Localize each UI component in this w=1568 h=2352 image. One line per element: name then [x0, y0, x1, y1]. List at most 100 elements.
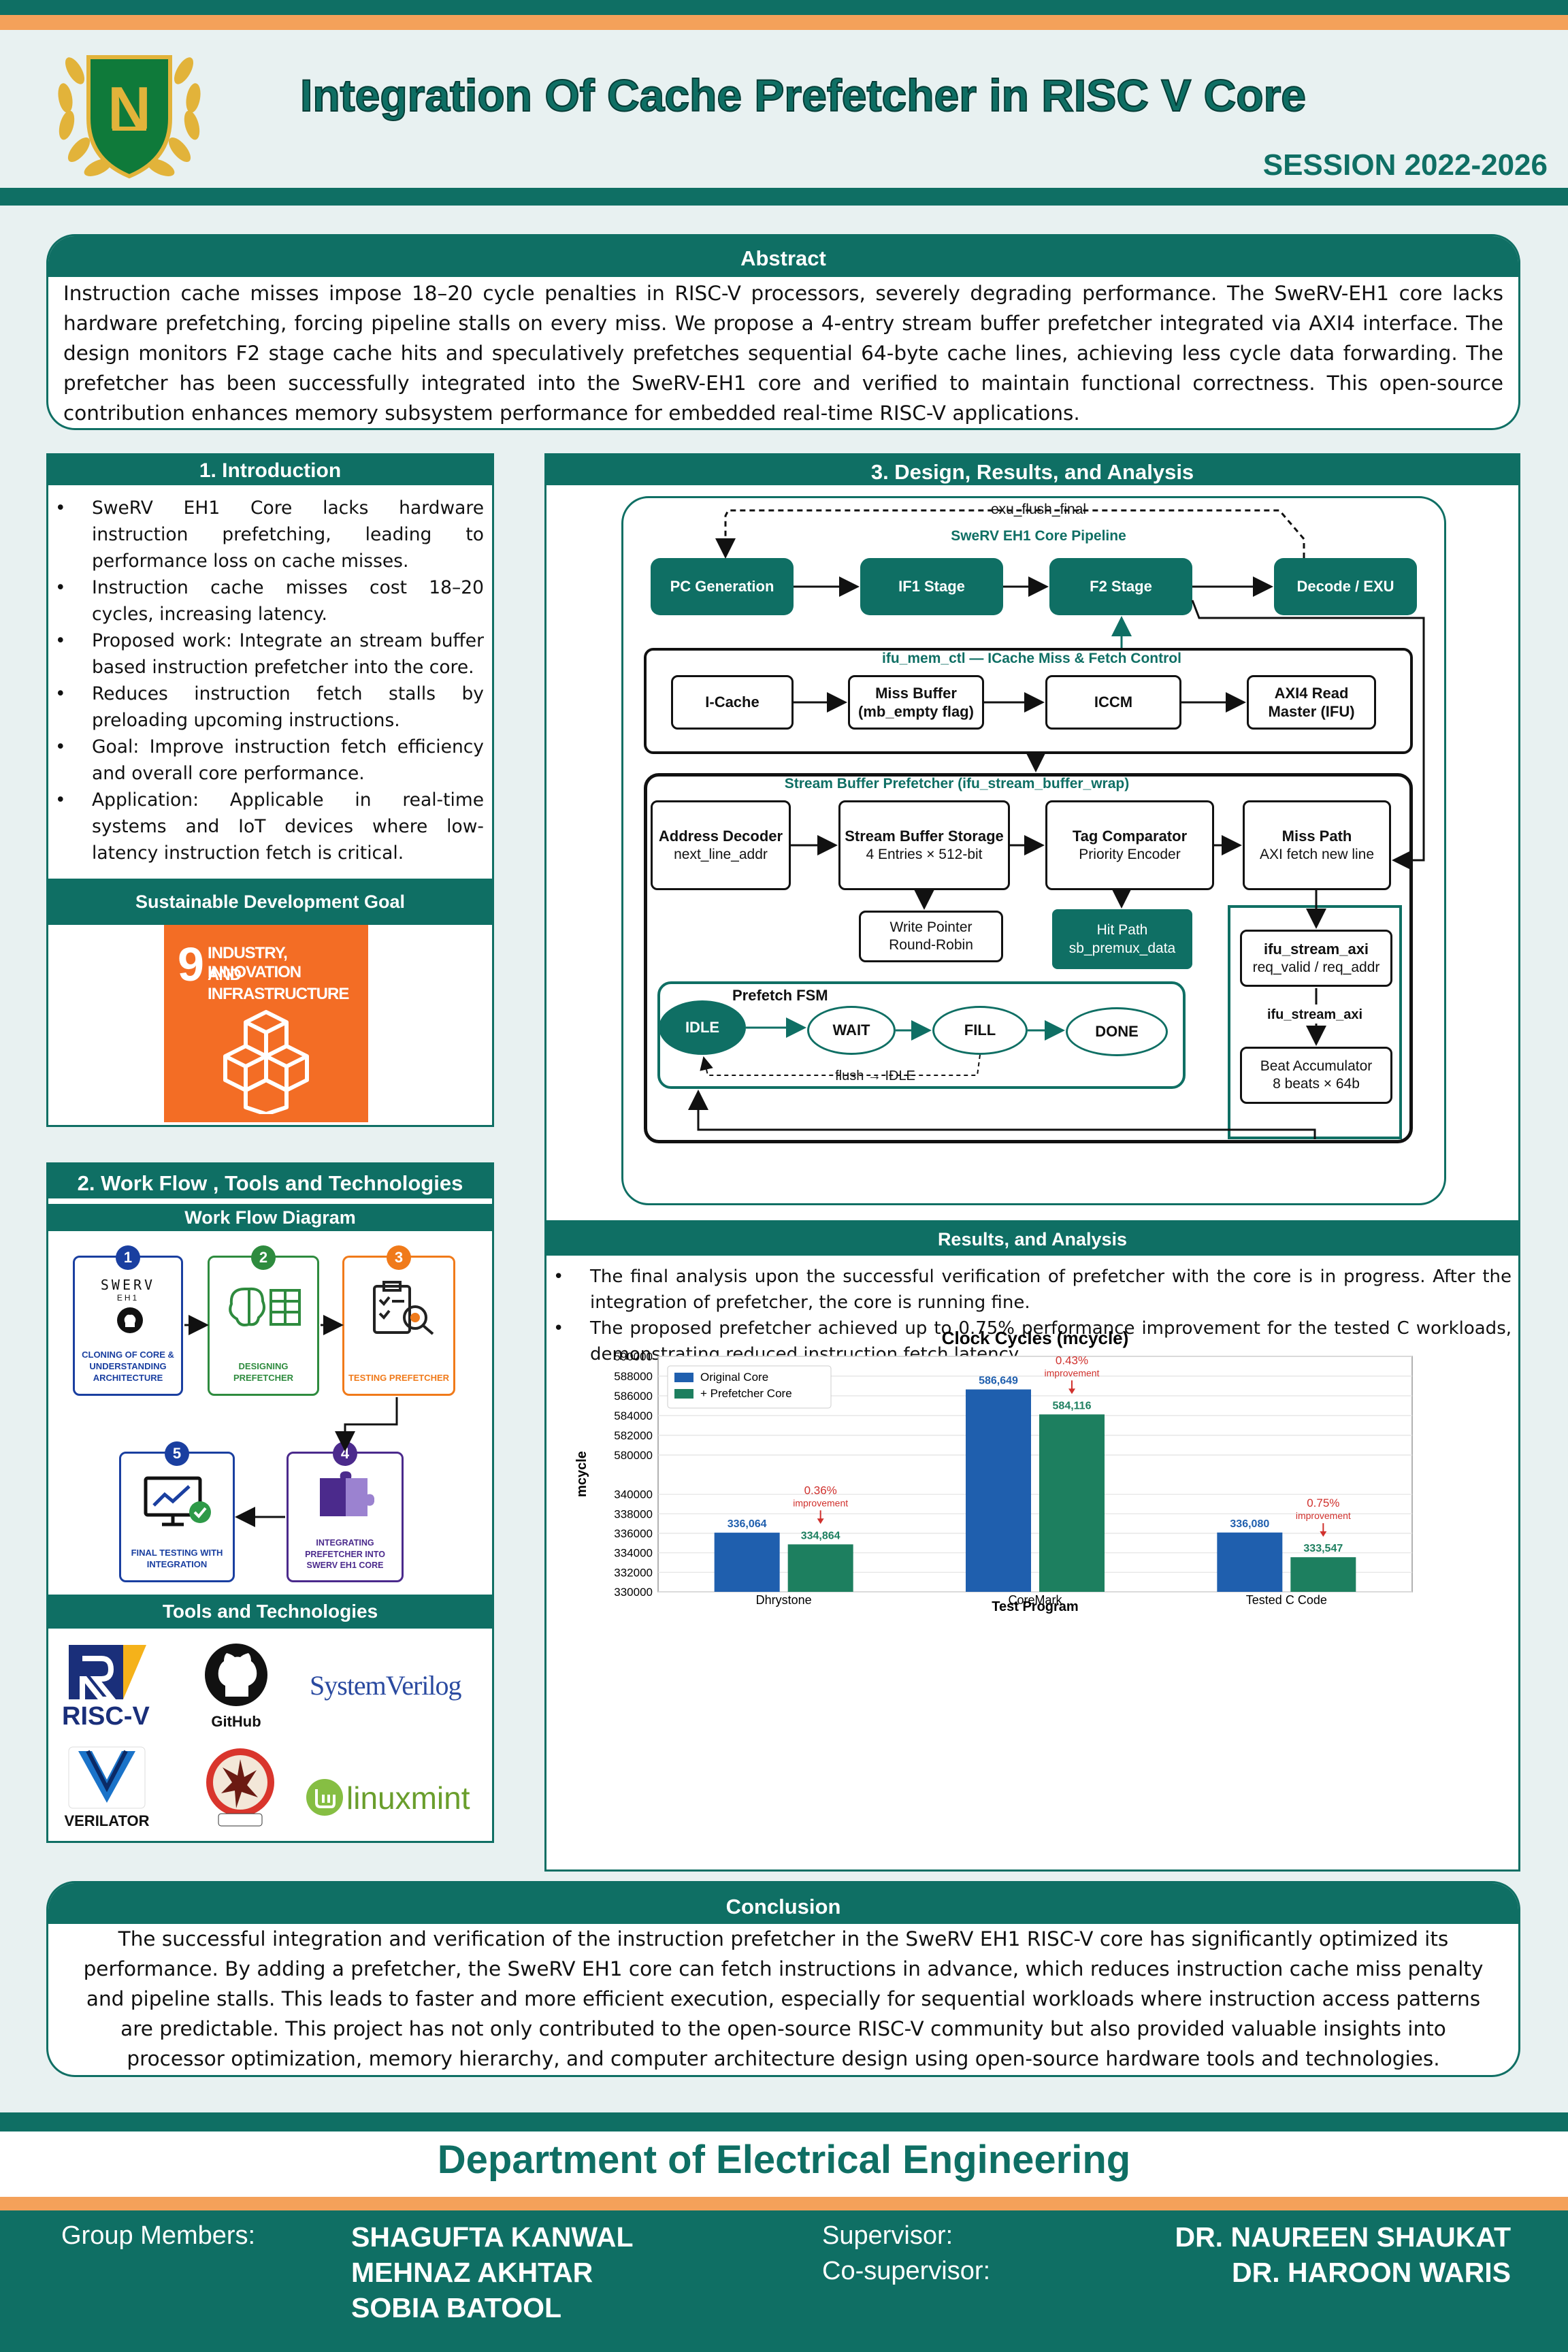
- verilator-logo: VERILATOR: [61, 1744, 153, 1833]
- footer-orange-bar: [0, 2197, 1568, 2210]
- workflow-heading: 2. Work Flow , Tools and Technologies: [48, 1164, 492, 1198]
- group-members-label: Group Members:: [61, 2221, 256, 2250]
- riscv-text: RISC-V: [62, 1702, 150, 1731]
- beat-accumulator-box: Beat Accumulator 8 beats × 64b: [1240, 1047, 1392, 1104]
- fsm-state-wait: WAIT: [807, 1006, 896, 1055]
- prefetch-fsm-label: Prefetch FSM: [732, 987, 828, 1004]
- y-tick-label: 582000: [614, 1429, 653, 1442]
- sb-storage-label: Stream Buffer Storage: [845, 828, 1004, 845]
- list-item: Instruction cache misses cost 18–20 cycl…: [52, 574, 484, 627]
- step-number: 5: [165, 1441, 189, 1466]
- intro-heading: 1. Introduction: [48, 455, 492, 485]
- improvement-arrowhead: [817, 1518, 824, 1524]
- conclusion-panel: Conclusion The successful integration an…: [46, 1881, 1520, 2077]
- step-number: 2: [251, 1245, 276, 1270]
- swerv-logo-sub: EH1: [116, 1293, 140, 1303]
- tag-cmp-sub: Priority Encoder: [1079, 846, 1181, 862]
- write-ptr-label: Write Pointer: [889, 919, 973, 935]
- linuxmint-logo: linuxmint: [304, 1777, 488, 1818]
- improvement-percent: 0.75%: [1307, 1497, 1339, 1509]
- workflow-step-5: 5 FINAL TESTING WITH INTEGRATION: [119, 1441, 235, 1582]
- tools-heading: Tools and Technologies: [48, 1595, 492, 1629]
- list-item: Reduces instruction fetch stalls by prel…: [52, 681, 484, 734]
- beat-sub: 8 beats × 64b: [1273, 1076, 1360, 1092]
- y-tick-label: 338000: [614, 1507, 653, 1520]
- sdg-tile: 9 INDUSTRY, INNOVATION AND INFRASTRUCTUR…: [164, 925, 368, 1122]
- y-tick-label: 586000: [614, 1390, 653, 1403]
- legend-swatch: [674, 1373, 693, 1382]
- y-tick-label: 580000: [614, 1449, 653, 1462]
- legend-label: + Prefetcher Core: [700, 1387, 792, 1400]
- workflow-step-1: 1 SWERV EH1 CLONING OF CORE & UNDERSTAND…: [73, 1245, 183, 1396]
- x-tick-label: CoreMark: [1008, 1593, 1062, 1607]
- ifu-mem-ctl-label: ifu_mem_ctl — ICache Miss & Fetch Contro…: [882, 651, 1181, 666]
- step-caption: TESTING PREFETCHER: [348, 1373, 450, 1384]
- workflow-diagram-heading: Work Flow Diagram: [48, 1204, 492, 1231]
- university-logo: N: [41, 30, 218, 188]
- github-text: GitHub: [211, 1713, 261, 1730]
- bar-value-label: 584,116: [1053, 1400, 1092, 1411]
- sdg-text-1: INDUSTRY, INNOVATION: [208, 944, 301, 981]
- y-tick-label: 588000: [614, 1370, 653, 1383]
- axi4-label: AXI4 Read: [1274, 684, 1349, 702]
- cosupervisor-label: Co-supervisor:: [822, 2257, 991, 2285]
- improvement-percent: 0.36%: [804, 1484, 837, 1497]
- sdg-number: 9: [178, 938, 204, 991]
- abstract-text: Instruction cache misses impose 18–20 cy…: [63, 282, 1503, 425]
- addr-dec-sub: next_line_addr: [674, 846, 768, 862]
- list-item: The final analysis upon the successful v…: [551, 1264, 1512, 1316]
- beat-label: Beat Accumulator: [1260, 1058, 1373, 1074]
- stream-buffer-label: Stream Buffer Prefetcher (ifu_stream_buf…: [784, 776, 1130, 791]
- list-item: Proposed work: Integrate an stream buffe…: [52, 627, 484, 681]
- workflow-step-3: 3 TESTING PREFETCHER: [342, 1245, 455, 1396]
- legend-box: [667, 1365, 832, 1409]
- swerv-logo-text: SWERV: [100, 1277, 156, 1293]
- sb-storage-sub: 4 Entries × 512-bit: [866, 846, 983, 862]
- department-name: Department of Electrical Engineering: [437, 2138, 1131, 2182]
- improvement-word: improvement: [1296, 1510, 1351, 1521]
- bar-value-label: 586,649: [979, 1375, 1018, 1387]
- addr-dec-label: Address Decoder: [658, 828, 783, 845]
- pipeline-label: SweRV EH1 Core Pipeline: [951, 528, 1126, 544]
- iccm-label: ICCM: [1094, 693, 1133, 711]
- hit-path-label: Hit Path: [1096, 921, 1148, 938]
- bar-value-label: 333,547: [1303, 1543, 1343, 1554]
- y-tick-label: 336000: [614, 1527, 653, 1540]
- monitor-check-icon: [144, 1476, 211, 1526]
- stream-buffer-box: [644, 773, 1413, 1143]
- fsm-state-fill: FILL: [932, 1006, 1028, 1055]
- bar-value-label: 336,064: [728, 1518, 767, 1530]
- top-bar-teal: [0, 0, 1568, 15]
- improvement-word: improvement: [1045, 1367, 1100, 1378]
- member-name: MEHNAZ AKHTAR: [351, 2257, 593, 2288]
- bar-value-label: 334,864: [801, 1530, 840, 1541]
- pipeline-if1-stage: IF1 Stage: [860, 558, 1003, 615]
- cosupervisor-name: DR. HAROON WARIS: [1232, 2257, 1511, 2288]
- abstract-panel: Abstract Instruction cache misses impose…: [46, 234, 1520, 430]
- hit-path-sub: sb_premux_data: [1068, 941, 1176, 956]
- improvement-word: improvement: [793, 1497, 848, 1508]
- logo-letter: N: [108, 74, 151, 142]
- fsm-state-done: DONE: [1066, 1007, 1168, 1056]
- legend-label: Original Core: [700, 1371, 768, 1384]
- axi-stream-label: ifu_stream_axi: [1263, 941, 1369, 958]
- y-tick-label: 334000: [614, 1547, 653, 1560]
- footer-white: [0, 2132, 1568, 2197]
- axi4-sub: Master (IFU): [1268, 703, 1355, 720]
- bar-prefetcher: [1039, 1414, 1105, 1592]
- miss-path-label: Miss Path: [1281, 828, 1352, 845]
- design-heading: 3. Design, Results, and Analysis: [546, 455, 1518, 485]
- step-number: 3: [387, 1245, 411, 1270]
- clipboard-magnifier-icon: [373, 1281, 434, 1335]
- miss-buffer-sub: (mb_empty flag): [858, 703, 974, 720]
- intro-panel: 1. Introduction SweRV EH1 Core lacks har…: [46, 453, 494, 1127]
- results-heading: Results, and Analysis: [546, 1220, 1518, 1256]
- bar-prefetcher: [787, 1544, 853, 1592]
- list-item: Goal: Improve instruction fetch efficien…: [52, 734, 484, 787]
- iverilog-logo: [199, 1743, 281, 1831]
- y-tick-label: 584000: [614, 1409, 653, 1422]
